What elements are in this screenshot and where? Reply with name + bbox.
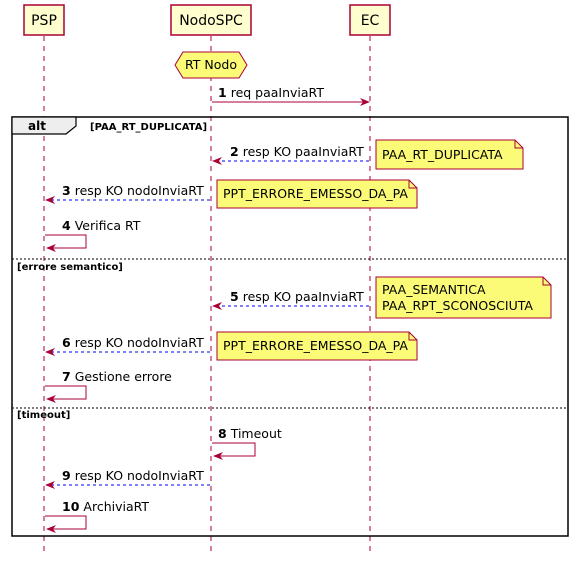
note-ppt-errore-1: PPT_ERRORE_EMESSO_DA_PA	[216, 179, 418, 209]
note-paa-rt-duplicata: PAA_RT_DUPLICATA	[375, 139, 524, 170]
note-3-line-1: PAA_SEMANTICA	[382, 282, 486, 297]
message-4-num: 4	[62, 218, 71, 233]
note-ppt-errore-2: PPT_ERRORE_EMESSO_DA_PA	[216, 331, 418, 361]
participant-psp: PSP	[23, 4, 65, 36]
alt-guard-3: [timeout]	[17, 410, 70, 421]
participant-nodo: NodoSPC	[170, 4, 252, 36]
note-2-text: PPT_ERRORE_EMESSO_DA_PA	[223, 186, 408, 201]
alt-keyword: alt	[28, 119, 46, 133]
message-7-num: 7	[62, 369, 71, 384]
message-8-num: 8	[218, 426, 227, 441]
note-paa-semantica: PAA_SEMANTICA PAA_RPT_SCONOSCIUTA	[375, 276, 552, 319]
message-3: 3 resp KO nodoInviaRT	[45, 183, 210, 204]
message-5-text: resp KO paaInviaRT	[243, 289, 364, 304]
note-1-text: PAA_RT_DUPLICATA	[382, 147, 503, 162]
message-9-num: 9	[62, 468, 71, 483]
hexagon-label: RT Nodo	[185, 57, 237, 72]
message-10-num: 10	[62, 499, 80, 514]
message-1: 1 req paaInviaRT	[212, 85, 370, 106]
alt-guard-1: [PAA_RT_DUPLICATA]	[90, 122, 207, 133]
message-9: 9 resp KO nodoInviaRT	[45, 468, 210, 489]
message-4-text: Verifica RT	[75, 218, 141, 233]
message-1-text: req paaInviaRT	[231, 85, 325, 100]
message-3-text: resp KO nodoInviaRT	[75, 183, 204, 198]
message-6-num: 6	[62, 335, 71, 350]
participant-psp-label: PSP	[31, 13, 57, 29]
message-8-text: Timeout	[230, 426, 282, 441]
alt-frame: alt [PAA_RT_DUPLICATA] [errore semantico…	[11, 116, 569, 537]
note-3-line-2: PAA_RPT_SCONOSCIUTA	[382, 298, 533, 313]
message-7-text: Gestione errore	[75, 369, 172, 384]
message-1-num: 1	[218, 85, 227, 100]
message-7: 7 Gestione errore	[45, 369, 172, 403]
message-6: 6 resp KO nodoInviaRT	[45, 335, 210, 356]
message-10-text: ArchiviaRT	[83, 499, 149, 514]
message-2-text: resp KO paaInviaRT	[243, 144, 364, 159]
message-2: 2 resp KO paaInviaRT	[212, 144, 369, 165]
message-9-text: resp KO nodoInviaRT	[75, 468, 204, 483]
message-6-text: resp KO nodoInviaRT	[75, 335, 204, 350]
alt-guard-2: [errore semantico]	[17, 262, 123, 273]
message-3-num: 3	[62, 183, 71, 198]
message-5: 5 resp KO paaInviaRT	[212, 289, 369, 310]
message-5-num: 5	[230, 289, 239, 304]
message-4: 4 Verifica RT	[45, 218, 141, 252]
participant-ec-label: EC	[361, 13, 380, 29]
hexagon-rt-nodo: RT Nodo	[174, 51, 248, 79]
note-4-text: PPT_ERRORE_EMESSO_DA_PA	[223, 338, 408, 353]
participant-nodo-label: NodoSPC	[179, 13, 243, 29]
participant-ec: EC	[349, 4, 391, 36]
message-2-num: 2	[230, 144, 239, 159]
